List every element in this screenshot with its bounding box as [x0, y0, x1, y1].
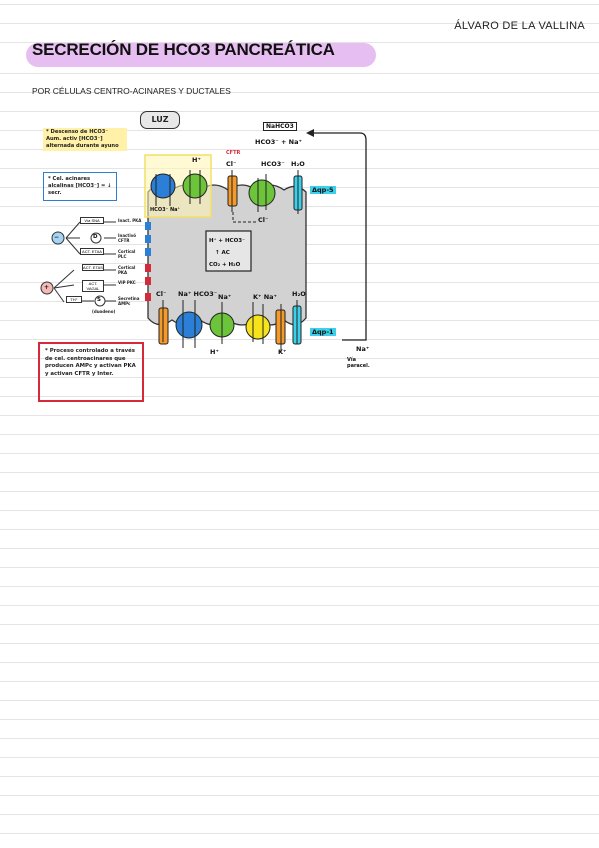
note-bicarbonate: * Descenso de HCO3⁻ Aum. activ [HCO3⁻] a… — [43, 128, 127, 151]
apical-flux-arrows — [155, 170, 299, 214]
title-highlight — [26, 43, 376, 67]
inhibition-circle — [51, 231, 65, 245]
cftr-label: CFTR — [226, 150, 241, 156]
recycle-na-label: Na⁺ — [356, 345, 370, 353]
signal-box-4: ACT. VAGAL — [82, 280, 104, 292]
apical-cl-label: Cl⁻ — [226, 160, 237, 168]
paracellular-label: Vía paracel. — [347, 357, 370, 369]
stimulation-circle — [40, 281, 54, 295]
effect-6: Secretina AMPc — [118, 296, 140, 306]
baso-k-label: K⁺ — [278, 348, 287, 356]
nahco3-label: NaHCO3 — [263, 122, 297, 131]
aquaporin-apical-label: Δqp-5 — [310, 186, 336, 194]
plus-sign: + — [44, 284, 50, 291]
baso-cl-label: Cl⁻ — [156, 290, 167, 298]
effect-5: VIP PKC — [118, 280, 136, 285]
return-arrow-line — [310, 132, 367, 341]
delta-sign: D — [93, 234, 98, 240]
author-name: ÁLVARO DE LA VALLINA — [454, 20, 585, 32]
return-arrow-head — [306, 129, 314, 137]
signal-box-1: Vía SNA — [80, 217, 104, 224]
baso-na-hco3-label: Na⁺ HCO3⁻ — [178, 290, 218, 298]
secretin-circle — [94, 295, 106, 307]
apical-blue-exchanger — [150, 173, 176, 199]
receptor-markers — [145, 222, 151, 301]
apical-hco3-label: HCO3⁻ — [261, 160, 285, 168]
effect-2: Inactivó CFTR — [118, 233, 137, 243]
delta-circle — [90, 232, 102, 244]
recycled-cl-label: Cl⁻ — [258, 216, 269, 224]
effect-1: Inact. PKA — [118, 218, 142, 223]
secretin-source: (duodeno) — [92, 309, 116, 314]
baso-na-label: Na⁺ — [218, 293, 232, 301]
signal-box-2: ACT. ETAA — [80, 248, 104, 255]
page-subtitle: POR CÉLULAS CENTRO-ACINARES Y DUCTALES — [32, 86, 231, 96]
apical-exchange-label: HCO3⁻ Na⁺ — [150, 207, 181, 213]
baso-water-label: H₂O — [292, 290, 306, 298]
baso-kna-label: K⁺ Na⁺ — [253, 293, 277, 301]
note-process: * Proceso controlado a través de cel. ce… — [38, 342, 144, 402]
reaction-box — [205, 230, 252, 272]
baso-h-label: H⁺ — [210, 348, 219, 356]
na-k-atpase — [245, 314, 271, 340]
reaction-line-2: ↑ AC — [215, 250, 230, 256]
effect-3: Cortical PLC — [118, 249, 136, 259]
aquaporin-baso-label: Δqp-1 — [310, 328, 336, 336]
s-sign: S — [97, 297, 101, 303]
note-cellular: * Cel. acinares alcalinas [HCO3⁻] = ↓ se… — [43, 172, 117, 201]
apical-green-exchanger — [182, 173, 208, 199]
minus-sign: − — [54, 234, 60, 241]
lumen-label: LUZ — [140, 111, 180, 129]
regulation-branches — [53, 221, 116, 303]
cl-recycling-path — [232, 212, 258, 223]
lumen-equation: HCO3⁻ + Na⁺ — [255, 138, 302, 146]
page-title: SECRECIÓN DE HCO3 PANCREÁTICA — [32, 40, 335, 59]
cl-hco3-exchanger — [248, 179, 276, 207]
signal-box-3: ACT. ETAS — [82, 264, 104, 271]
signal-box-5: TH⁺ — [66, 296, 82, 303]
baso-flux-arrows — [162, 300, 298, 352]
baso-blue-exchanger — [175, 311, 203, 339]
apical-water-label: H₂O — [291, 160, 305, 168]
title-block: SECRECIÓN DE HCO3 PANCREÁTICA — [26, 40, 376, 67]
apical-h-label: H⁺ — [192, 156, 201, 164]
effect-4: Cortical PKA — [118, 265, 136, 275]
reaction-line-1: H⁺ + HCO3⁻ — [209, 238, 245, 244]
reaction-line-3: CO₂ + H₂O — [209, 262, 241, 268]
